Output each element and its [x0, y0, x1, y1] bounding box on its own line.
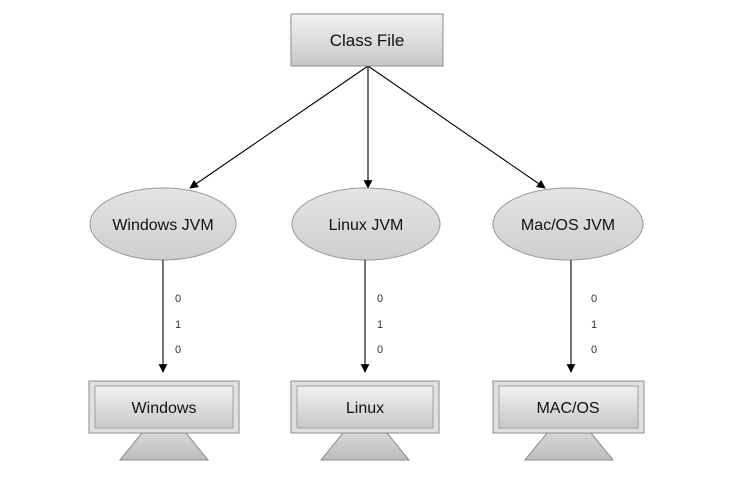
macos-jvm-label: Mac/OS JVM	[521, 217, 615, 234]
arrow-to-windows-jvm	[189, 65, 369, 189]
macos-bit-0: 0	[591, 293, 597, 305]
macos-jvm-ellipse	[492, 187, 644, 261]
arrow-to-macos-jvm	[367, 65, 546, 189]
linux-jvm-label: Linux JVM	[329, 217, 404, 234]
windows-bit-2: 0	[175, 344, 181, 356]
windows-monitor-icon	[88, 380, 240, 461]
class-file-label: Class File	[330, 31, 405, 50]
windows-column: Windows JVM 0 1 0 Windows	[88, 187, 240, 461]
class-file-box	[290, 13, 444, 67]
windows-platform-label: Windows	[132, 400, 197, 417]
windows-jvm-label: Windows JVM	[112, 217, 213, 234]
linux-bit-1: 1	[377, 319, 383, 331]
macos-platform-label: MAC/OS	[536, 400, 599, 417]
windows-bit-1: 1	[175, 319, 181, 331]
linux-bit-0: 0	[377, 293, 383, 305]
macos-bit-2: 0	[591, 344, 597, 356]
linux-monitor-icon	[290, 380, 440, 461]
linux-jvm-ellipse	[291, 187, 441, 261]
linux-bit-2: 0	[377, 344, 383, 356]
macos-column: Mac/OS JVM 0 1 0 MAC/OS	[492, 187, 645, 461]
linux-platform-label: Linux	[346, 400, 384, 417]
macos-bit-1: 1	[591, 319, 597, 331]
root-to-jvm-arrows	[189, 65, 546, 189]
windows-bit-0: 0	[175, 293, 181, 305]
macos-monitor-icon	[492, 380, 645, 461]
class-file-node: Class File	[290, 13, 444, 67]
linux-column: Linux JVM 0 1 0 Linux	[290, 187, 441, 461]
